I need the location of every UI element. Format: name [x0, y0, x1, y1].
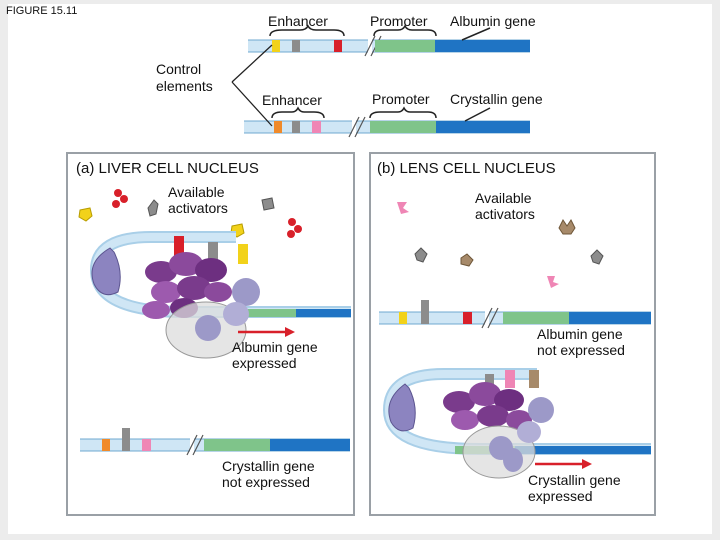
albumin-promoter — [375, 40, 435, 52]
bound-activator-red — [174, 236, 184, 258]
enhancer-brace — [269, 24, 345, 37]
lens-activators-label: Available activators — [475, 190, 535, 223]
lens-mediator-complex — [443, 382, 532, 430]
control-element-gray-2 — [292, 121, 300, 133]
dna-bending-protein — [91, 247, 121, 296]
activator-red-icon-2 — [287, 218, 302, 238]
bound-activator-yellow — [238, 244, 248, 264]
control-elements-pointer — [231, 44, 273, 83]
liver-activators-label: Available activators — [168, 184, 228, 217]
liver-cell-illustration — [78, 189, 351, 456]
crystallin-promoter-label: Promoter — [372, 91, 430, 107]
bound-activator-tan — [529, 370, 539, 388]
control-element-gray — [292, 40, 300, 52]
liver-albumin-status: Albumin gene expressed — [232, 339, 318, 372]
activator-pink-icon — [397, 202, 409, 214]
transcription-arrow — [238, 327, 295, 337]
albumin-dna — [248, 24, 530, 57]
activator-gray-icon — [147, 199, 159, 217]
crystallin-gene-label: Crystallin gene — [450, 91, 543, 107]
liver-panel-title: (a) LIVER CELL NUCLEUS — [76, 160, 259, 177]
control-element-yellow — [272, 40, 280, 52]
control-elements-label: Control elements — [156, 61, 213, 94]
activator-tan-icon — [558, 219, 576, 235]
activator-tan-icon-2 — [460, 253, 474, 267]
gene-maps — [231, 24, 530, 138]
activator-gray-icon-3 — [414, 247, 428, 263]
lens-dna-bending-protein — [388, 383, 416, 432]
bound-activator-gray-2 — [485, 374, 494, 388]
control-element-orange — [274, 121, 282, 133]
bound-activator-pink — [505, 370, 515, 388]
crystallin-coding-region — [436, 121, 530, 133]
activator-gray-icon-2 — [261, 197, 275, 211]
albumin-enhancer-label: Enhancer — [268, 13, 328, 29]
control-element-pink — [312, 121, 321, 133]
albumin-gene-label: Albumin gene — [450, 13, 536, 29]
lens-albumin-status: Albumin gene not expressed — [537, 326, 625, 359]
bound-activator-gray — [208, 242, 218, 260]
albumin-coding-region — [435, 40, 530, 52]
activator-red-icon — [112, 189, 128, 208]
promoter-brace — [373, 24, 437, 37]
albumin-promoter-label: Promoter — [370, 13, 428, 29]
activator-yellow-icon — [78, 207, 93, 222]
lens-transcription-arrow — [535, 459, 592, 469]
lens-crystallin-status: Crystallin gene expressed — [528, 472, 621, 505]
liver-crystallin-status: Crystallin gene not expressed — [222, 458, 315, 491]
activator-pink-icon-2 — [547, 276, 559, 288]
activator-gray-icon-4 — [590, 249, 604, 265]
liver-crystallin-dna — [80, 428, 350, 456]
control-element-red — [334, 40, 342, 52]
lens-panel-title: (b) LENS CELL NUCLEUS — [377, 160, 556, 177]
crystallin-promoter — [370, 121, 436, 133]
lens-albumin-dna — [379, 300, 651, 329]
crystallin-dna — [244, 106, 530, 138]
lens-cell-illustration — [379, 202, 651, 479]
dna-break-icon — [364, 35, 376, 57]
crystallin-enhancer-label: Enhancer — [262, 92, 322, 108]
figure-label: FIGURE 15.11 — [6, 5, 78, 17]
gene-pointer — [461, 27, 491, 41]
